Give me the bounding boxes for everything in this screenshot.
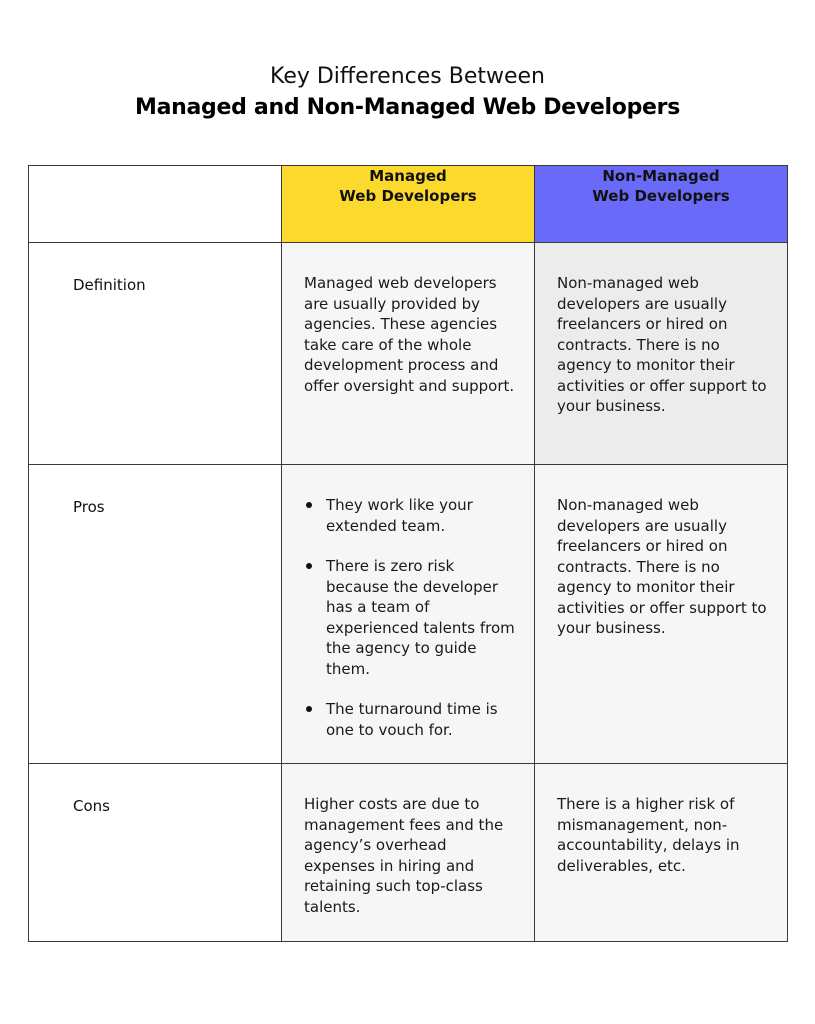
page-title: Managed and Non-Managed Web Developers [134,95,680,120]
definition-non-managed-cell: Non-managed web developers are usually f… [534,242,788,465]
table-row-cons: Cons Higher costs are due to management … [28,763,788,942]
header-managed: Managed Web Developers [281,165,535,243]
header-non-managed-line1: Non-Managed [602,167,720,185]
row-label-pros: Pros [28,464,282,764]
definition-managed-cell: Managed web developers are usually provi… [281,242,535,465]
page-subtitle: Key Differences Between [269,64,545,89]
table-row-pros: Pros They work like your extended team. … [28,464,788,764]
cons-non-managed-cell: There is a higher risk of mismanagement,… [534,763,788,942]
pros-managed-list: They work like your extended team. There… [304,495,520,740]
header-managed-line2: Web Developers [339,187,477,205]
list-item-text: They work like your extended team. [326,496,473,535]
row-label-cons: Cons [28,763,282,942]
list-item: The turnaround time is one to vouch for. [304,699,520,740]
table-header-row: Managed Web Developers Non-Managed Web D… [28,165,788,243]
cons-managed-cell: Higher costs are due to management fees … [281,763,535,942]
list-item-text: The turnaround time is one to vouch for. [326,700,498,739]
bullet-icon [306,563,312,569]
row-label-definition: Definition [28,242,282,465]
comparison-table: Managed Web Developers Non-Managed Web D… [28,165,788,942]
pros-managed-cell: They work like your extended team. There… [281,464,535,764]
table-row-definition: Definition Managed web developers are us… [28,242,788,465]
pros-non-managed-cell: Non-managed web developers are usually f… [534,464,788,764]
header-non-managed-line2: Web Developers [592,187,730,205]
bullet-icon [306,706,312,712]
bullet-icon [306,502,312,508]
header-non-managed: Non-Managed Web Developers [534,165,788,243]
header-managed-line1: Managed [369,167,447,185]
header-empty-cell [28,165,282,243]
list-item: There is zero risk because the developer… [304,556,520,679]
list-item-text: There is zero risk because the developer… [326,557,515,678]
title-block: Key Differences Between Managed and Non-… [0,62,815,124]
list-item: They work like your extended team. [304,495,520,536]
